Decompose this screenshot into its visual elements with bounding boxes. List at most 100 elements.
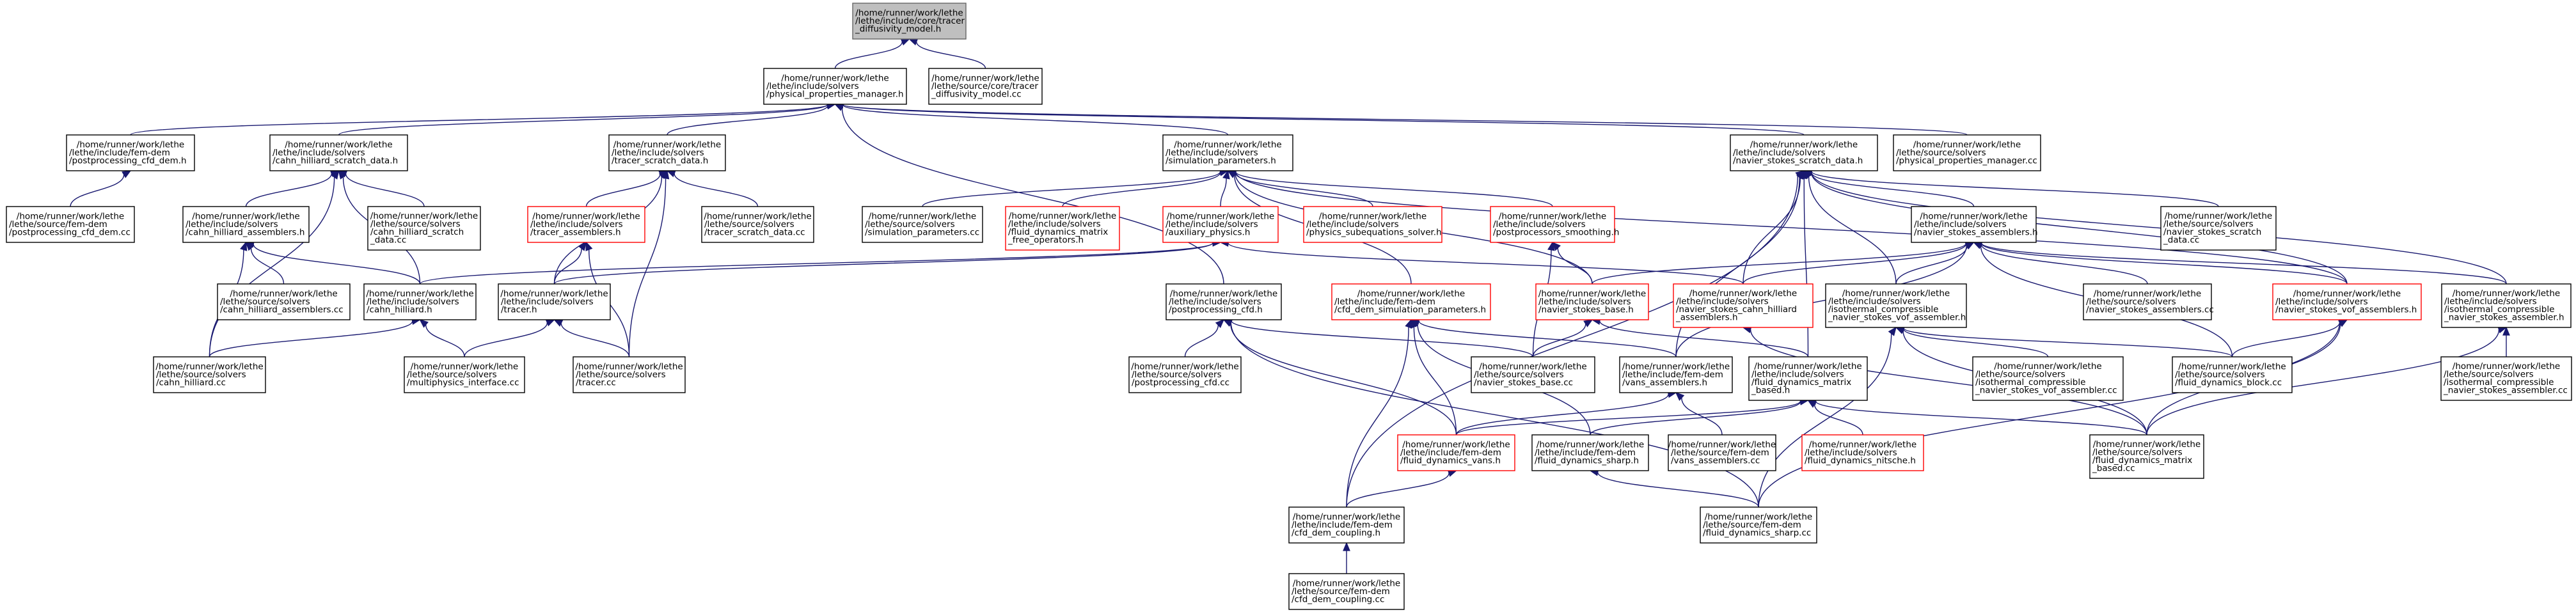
file-node-label-line: /home/runner/work/lethe bbox=[931, 73, 1039, 83]
file-node-label-line: /home/runner/work/lethe bbox=[1293, 512, 1400, 522]
file-node-label-line: /home/runner/work/lethe bbox=[500, 288, 608, 299]
file-node[interactable]: /home/runner/work/lethe/lethe/source/cor… bbox=[928, 68, 1043, 105]
file-node[interactable]: /home/runner/work/lethe/lethe/source/fem… bbox=[1288, 573, 1405, 610]
file-node[interactable]: /home/runner/work/lethe/lethe/include/so… bbox=[1162, 134, 1293, 171]
file-node-label-line: /home/runner/work/lethe bbox=[2093, 439, 2201, 450]
file-node[interactable]: /home/runner/work/lethe/lethe/include/so… bbox=[2272, 283, 2422, 320]
edge bbox=[1184, 318, 1225, 357]
file-node-label-line: _free_operators.h bbox=[1007, 235, 1084, 246]
edge-line bbox=[2231, 322, 2341, 357]
file-node[interactable]: /home/runner/work/lethe/lethe/source/sol… bbox=[1128, 356, 1242, 393]
file-node[interactable]: /home/runner/work/lethe/lethe/include/fe… bbox=[1619, 356, 1733, 393]
file-node[interactable]: /home/runner/work/lethe/lethe/include/fe… bbox=[66, 134, 195, 171]
file-node[interactable]: /home/runner/work/lethe/lethe/source/sol… bbox=[862, 206, 983, 243]
file-node[interactable]: /home/runner/work/lethe/lethe/include/fe… bbox=[1288, 506, 1405, 544]
file-node-label-line: /lethe/source/solvers bbox=[865, 219, 955, 230]
file-node-box bbox=[1471, 356, 1595, 393]
edge-line bbox=[1811, 172, 1975, 207]
file-node[interactable]: /home/runner/work/lethe/lethe/include/so… bbox=[1911, 206, 2038, 243]
edge bbox=[338, 170, 425, 207]
edge-line bbox=[245, 173, 333, 207]
file-node-label-line: /simulation_parameters.h bbox=[1166, 155, 1276, 166]
edge-line bbox=[1597, 472, 1759, 508]
file-node-label-line: /home/runner/work/lethe bbox=[1167, 211, 1274, 221]
file-node[interactable]: /home/runner/work/lethe/lethe/include/so… bbox=[182, 206, 310, 243]
file-node[interactable]: /home/runner/work/lethe/lethe/include/fe… bbox=[1331, 283, 1491, 320]
file-node[interactable]: /home/runner/work/lethe/lethe/source/sol… bbox=[404, 356, 525, 393]
file-node[interactable]: /home/runner/work/lethe/lethe/include/so… bbox=[527, 206, 645, 243]
file-node[interactable]: /home/runner/work/lethe/lethe/source/fem… bbox=[1700, 506, 1817, 544]
file-node[interactable]: /home/runner/work/lethe/lethe/include/so… bbox=[269, 134, 408, 171]
file-node-label-line: /navier_stokes_scratch_data.h bbox=[1733, 155, 1863, 166]
edge-line bbox=[922, 171, 1221, 207]
file-node-label-line: /lethe/include/solvers bbox=[1166, 148, 1258, 158]
file-node[interactable]: /home/runner/work/lethe/lethe/include/so… bbox=[1490, 206, 1619, 243]
edge bbox=[553, 319, 630, 357]
file-node[interactable]: /home/runner/work/lethe/lethe/include/fe… bbox=[1531, 434, 1649, 471]
file-node[interactable]: /home/runner/work/lethe/lethe/include/co… bbox=[852, 3, 967, 40]
file-node-label-line: /lethe/include/fem-dem bbox=[1622, 370, 1723, 380]
file-node-box bbox=[404, 356, 525, 393]
file-node[interactable]: /home/runner/work/lethe/lethe/include/so… bbox=[1166, 283, 1282, 320]
file-node[interactable]: /home/runner/work/lethe/lethe/source/sol… bbox=[2172, 356, 2293, 393]
file-node[interactable]: /home/runner/work/lethe/lethe/include/so… bbox=[2441, 283, 2572, 328]
file-node-label-line: /cahn_hilliard.cc bbox=[156, 377, 226, 388]
file-node[interactable]: /home/runner/work/lethe/lethe/source/sol… bbox=[1471, 356, 1595, 393]
file-node[interactable]: /home/runner/work/lethe/lethe/include/so… bbox=[1825, 283, 1967, 328]
edge-line bbox=[667, 105, 828, 136]
edge-line bbox=[1980, 242, 2507, 285]
file-node-label-line: /home/runner/work/lethe bbox=[2094, 288, 2201, 299]
file-node[interactable]: /home/runner/work/lethe/lethe/source/sol… bbox=[2440, 356, 2572, 401]
file-node[interactable]: /home/runner/work/lethe/lethe/include/so… bbox=[363, 283, 477, 320]
file-node-label-line: /lethe/include/solvers bbox=[1751, 370, 1844, 380]
file-node[interactable]: /home/runner/work/lethe/lethe/source/sol… bbox=[2089, 434, 2204, 479]
file-node-box bbox=[6, 206, 135, 243]
edge-line bbox=[1813, 404, 1863, 435]
edge-line bbox=[915, 42, 986, 69]
edge bbox=[209, 169, 340, 357]
file-node[interactable]: /home/runner/work/lethe/lethe/include/so… bbox=[1535, 283, 1649, 320]
file-node[interactable]: /home/runner/work/lethe/lethe/source/sol… bbox=[573, 356, 686, 393]
file-node[interactable]: /home/runner/work/lethe/lethe/source/fem… bbox=[1668, 434, 1776, 471]
edge bbox=[585, 170, 668, 207]
file-node-label-line: /navier_stokes_vof_assemblers.h bbox=[2275, 304, 2417, 315]
file-node[interactable]: /home/runner/work/lethe/lethe/source/sol… bbox=[1893, 134, 2041, 171]
file-node-label-line: /lethe/include/solvers bbox=[1914, 219, 2007, 230]
file-node[interactable]: /home/runner/work/lethe/lethe/source/sol… bbox=[367, 206, 481, 251]
file-node-box bbox=[1531, 434, 1649, 471]
edge-line bbox=[1228, 242, 1744, 285]
file-node[interactable]: /home/runner/work/lethe/lethe/include/so… bbox=[1801, 434, 1924, 471]
file-node[interactable]: /home/runner/work/lethe/lethe/include/so… bbox=[1005, 206, 1120, 251]
file-node[interactable]: /home/runner/work/lethe/lethe/source/sol… bbox=[2083, 283, 2214, 320]
file-node[interactable]: /home/runner/work/lethe/lethe/source/sol… bbox=[2160, 206, 2277, 251]
file-node-label-line: /lethe/source/fem-dem bbox=[1703, 520, 1801, 530]
edge-line bbox=[841, 107, 1224, 285]
file-node[interactable]: /home/runner/work/lethe/lethe/include/so… bbox=[498, 283, 611, 320]
file-node[interactable]: /home/runner/work/lethe/lethe/include/fe… bbox=[1397, 434, 1515, 471]
file-node[interactable]: /home/runner/work/lethe/lethe/include/so… bbox=[1303, 206, 1442, 243]
file-node[interactable]: /home/runner/work/lethe/lethe/source/sol… bbox=[701, 206, 814, 243]
file-node-label-line: /home/runner/work/lethe bbox=[1668, 439, 1776, 450]
file-node[interactable]: /home/runner/work/lethe/lethe/source/sol… bbox=[153, 356, 266, 393]
edge-line bbox=[1220, 178, 1227, 207]
file-node[interactable]: /home/runner/work/lethe/lethe/source/sol… bbox=[1972, 356, 2124, 401]
file-node[interactable]: /home/runner/work/lethe/lethe/include/so… bbox=[1162, 206, 1279, 243]
edge-line bbox=[419, 242, 1213, 285]
file-node[interactable]: /home/runner/work/lethe/lethe/source/fem… bbox=[6, 206, 135, 243]
file-node[interactable]: /home/runner/work/lethe/lethe/include/so… bbox=[608, 134, 726, 171]
file-node[interactable]: /home/runner/work/lethe/lethe/include/so… bbox=[763, 68, 907, 105]
edge-line bbox=[674, 173, 759, 207]
file-node-label-line: /lethe/source/solvers bbox=[370, 219, 461, 230]
edge-line bbox=[1903, 327, 2233, 357]
edge-line bbox=[553, 248, 582, 285]
file-node-box bbox=[763, 68, 907, 105]
file-node[interactable]: /home/runner/work/lethe/lethe/include/so… bbox=[1748, 356, 1868, 401]
file-node-box bbox=[1893, 134, 2041, 171]
file-node-label-line: /lethe/source/solvers bbox=[220, 297, 310, 307]
file-node-box bbox=[269, 134, 408, 171]
file-node[interactable]: /home/runner/work/lethe/lethe/source/sol… bbox=[217, 283, 351, 320]
file-node[interactable]: /home/runner/work/lethe/lethe/include/so… bbox=[1730, 134, 1878, 171]
edge-line bbox=[464, 322, 548, 357]
file-node[interactable]: /home/runner/work/lethe/lethe/include/so… bbox=[1673, 283, 1813, 328]
edge-line bbox=[70, 175, 125, 207]
